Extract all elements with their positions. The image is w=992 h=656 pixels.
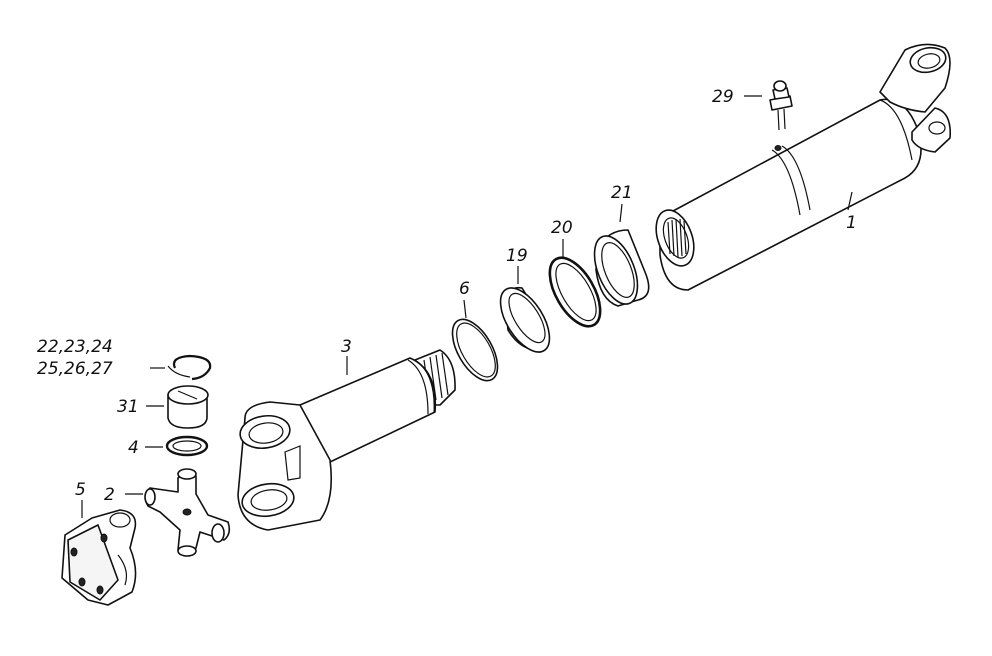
label-4: 4 bbox=[128, 438, 139, 458]
part-3-splined-shaft bbox=[237, 349, 456, 531]
label-6: 6 bbox=[459, 279, 470, 299]
leader-lines bbox=[81, 95, 853, 518]
part-1-slip-tube bbox=[655, 43, 952, 291]
part-6-snap-ring bbox=[451, 318, 499, 382]
label-22-23-24: 22,23,24 bbox=[37, 337, 113, 357]
label-25-26-27: 25,26,27 bbox=[37, 359, 113, 379]
label-5: 5 bbox=[75, 480, 86, 500]
part-5-flange-yoke bbox=[61, 509, 137, 606]
label-2: 2 bbox=[104, 485, 115, 505]
part-20-seal-ring bbox=[548, 256, 602, 328]
label-3: 3 bbox=[341, 337, 352, 357]
part-29-grease-fitting bbox=[769, 80, 793, 131]
part-labels: 29 1 21 20 19 6 3 22,23,24 25,26,27 31 4… bbox=[37, 87, 857, 505]
label-19: 19 bbox=[506, 246, 528, 266]
label-29: 29 bbox=[712, 87, 734, 107]
label-20: 20 bbox=[551, 218, 573, 238]
part-21-bushing bbox=[593, 229, 650, 307]
label-31: 31 bbox=[117, 397, 139, 417]
part-19-cap-ring bbox=[499, 286, 551, 353]
part-31-bearing-cap bbox=[167, 385, 209, 429]
label-21: 21 bbox=[611, 183, 633, 203]
label-1: 1 bbox=[846, 213, 857, 233]
part-4-seal-washer bbox=[165, 435, 209, 457]
part-22-27-circlip bbox=[167, 354, 212, 381]
part-2-cross-spider bbox=[144, 468, 231, 557]
